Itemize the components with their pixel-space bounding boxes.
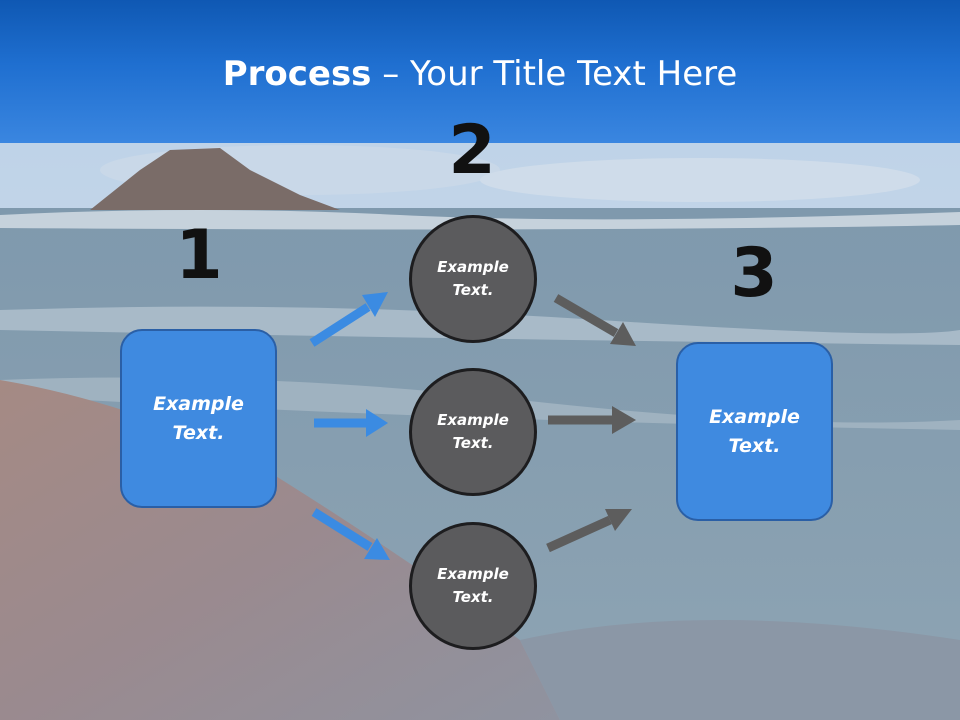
right-process-box[interactable]: Example Text.	[676, 342, 833, 521]
bottom-process-circle[interactable]: Example Text.	[409, 522, 537, 650]
blue-arrow-up	[309, 292, 388, 347]
step-number-1: 1	[175, 216, 223, 295]
blue-arrow-right	[314, 409, 388, 437]
middle-process-circle[interactable]: Example Text.	[409, 368, 537, 496]
title-rest: – Your Title Text Here	[371, 54, 738, 94]
bottom-circle-text: Example Text.	[437, 565, 509, 606]
title-bold: Process	[222, 54, 372, 94]
step-number-3: 3	[730, 234, 778, 313]
top-process-circle[interactable]: Example Text.	[409, 215, 537, 343]
left-box-text: Example Text.	[153, 392, 244, 444]
middle-circle-text: Example Text.	[437, 411, 509, 452]
top-circle-text: Example Text.	[437, 258, 509, 299]
right-box-text: Example Text.	[709, 405, 800, 457]
step-number-2: 2	[448, 111, 496, 190]
gray-arrow-right	[548, 406, 636, 434]
title-banner	[0, 0, 960, 143]
left-process-box[interactable]: Example Text.	[120, 329, 277, 508]
blue-arrow-down	[311, 508, 390, 560]
page-title: Process – Your Title Text Here	[0, 52, 960, 96]
gray-arrow-down	[553, 294, 636, 346]
gray-arrow-up	[546, 509, 632, 553]
